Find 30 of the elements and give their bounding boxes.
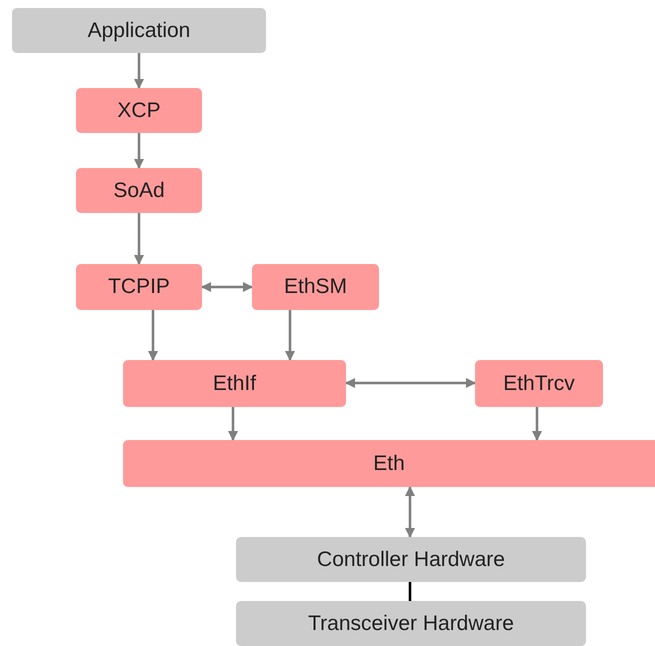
module-block [123,360,346,407]
block-label: Eth [373,452,405,476]
block-label: Transceiver Hardware [308,612,514,636]
arrow [134,53,144,89]
arrow [532,407,542,441]
arrow [228,407,238,441]
module-block [76,264,202,310]
arrow [405,486,415,538]
block-label: XCP [117,98,161,122]
external-block [236,537,586,582]
block-label: TCPIP [108,275,170,299]
arrow [148,310,158,361]
module-block [123,440,655,487]
block-label: Controller Hardware [317,548,505,572]
external-block [12,8,266,53]
arrow [134,213,144,265]
module-block [76,168,202,213]
block-label: EthSM [284,275,348,299]
arrow [201,282,253,292]
block-label: SoAd [113,178,165,202]
block-label: EthIf [212,372,256,396]
module-block [76,88,202,133]
arrow [134,133,144,169]
module-block [252,264,379,310]
external-block [236,601,586,646]
module-block [475,360,603,407]
block-label: EthTrcv [503,372,575,396]
block-label: Application [88,18,190,42]
arrow [285,310,295,361]
arrow [345,378,476,388]
